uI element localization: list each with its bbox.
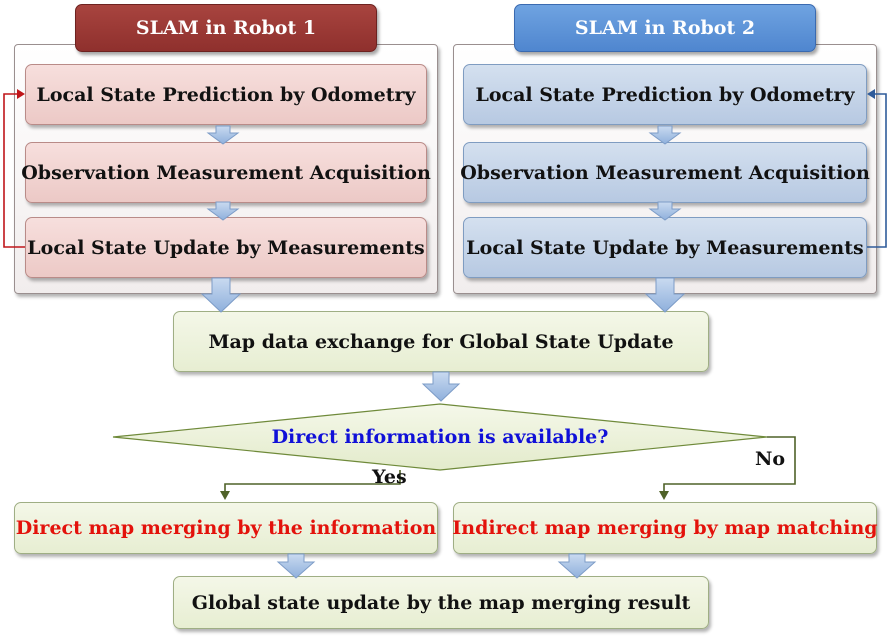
robot1-prediction-step: Local State Prediction by Odometry — [25, 64, 427, 125]
indirect-merge-box: Indirect map merging by map matching — [452, 502, 878, 554]
down-arrow — [557, 553, 597, 579]
robot2-prediction-step: Local State Prediction by Odometry — [463, 64, 867, 125]
down-arrow — [644, 277, 686, 313]
down-arrow — [206, 125, 240, 145]
down-arrow — [648, 201, 682, 221]
robot2-title: SLAM in Robot 2 — [514, 4, 816, 52]
map-exchange-box: Map data exchange for Global State Updat… — [173, 311, 709, 372]
no-label: No — [755, 448, 786, 470]
down-arrow — [276, 553, 316, 579]
down-arrow — [200, 277, 242, 313]
yes-label: Yes — [372, 466, 407, 488]
robot2-update-step: Local State Update by Measurements — [463, 217, 867, 278]
robot2-feedback-arrow — [867, 93, 887, 248]
robot1-update-step: Local State Update by Measurements — [25, 217, 427, 278]
down-arrow — [648, 125, 682, 145]
robot2-measurement-step: Observation Measurement Acquisition — [460, 142, 870, 203]
no-connector — [663, 436, 796, 494]
direct-merge-box: Direct map merging by the information — [14, 502, 438, 554]
yes-connector — [224, 470, 401, 494]
global-update-box: Global state update by the map merging r… — [173, 576, 709, 629]
robot1-title: SLAM in Robot 1 — [75, 4, 377, 52]
robot1-feedback-arrow — [3, 93, 25, 248]
down-arrow — [421, 371, 461, 402]
decision-question: Direct information is available? — [271, 426, 609, 448]
down-arrow — [206, 201, 240, 221]
